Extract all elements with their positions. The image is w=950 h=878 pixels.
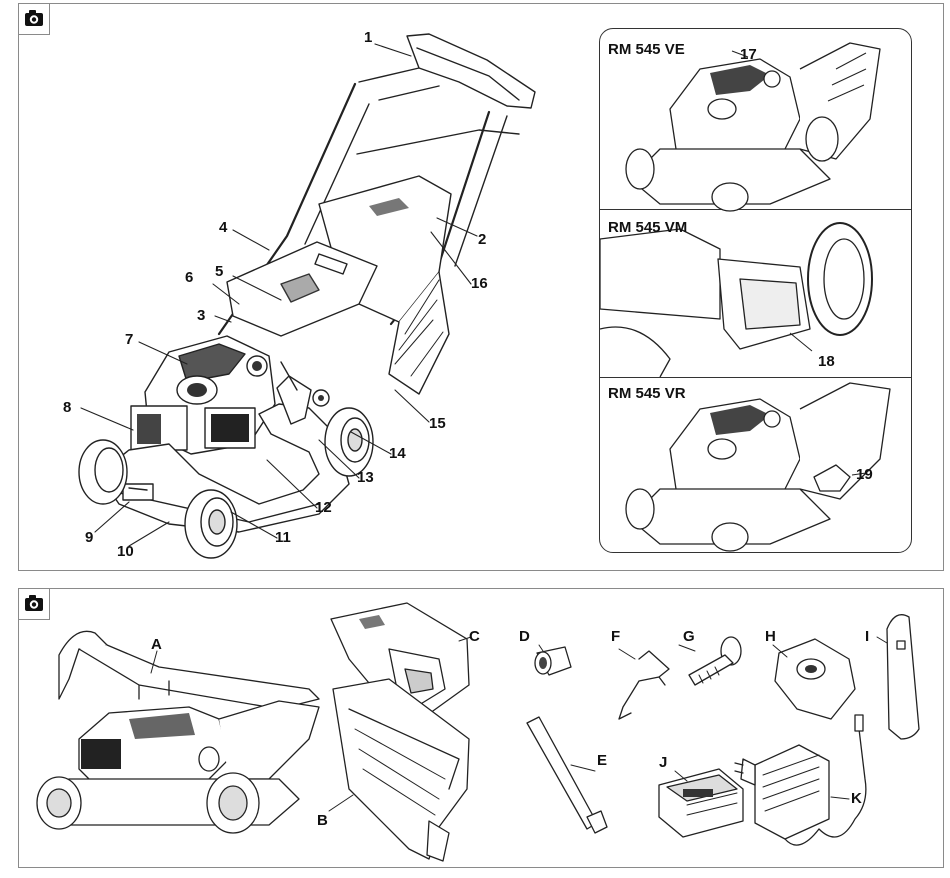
part-e-drawing [527, 717, 607, 833]
part-h-drawing [773, 639, 855, 719]
callout-2: 2 [478, 231, 486, 248]
part-label-h: H [765, 628, 776, 645]
callout-19: 19 [856, 466, 873, 483]
callout-4: 4 [219, 219, 228, 236]
part-label-d: D [519, 628, 530, 645]
part-label-f: F [611, 628, 620, 645]
callout-15: 15 [429, 415, 446, 432]
part-d-drawing [535, 645, 571, 675]
callout-6: 6 [185, 269, 193, 286]
model-variants-drawing: 17 18 19 [600, 29, 911, 552]
scope-of-delivery-panel: A B C D E F G H I J K [18, 588, 944, 868]
part-label-a: A [151, 636, 162, 653]
callout-16: 16 [471, 275, 488, 292]
callout-14: 14 [389, 445, 406, 462]
callout-18: 18 [818, 353, 835, 370]
model-label-ve: RM 545 VE [608, 41, 685, 58]
part-label-e: E [597, 752, 607, 769]
overview-panel: 1 2 3 4 5 6 7 8 9 10 11 12 13 14 15 16 [18, 3, 944, 571]
callout-8: 8 [63, 399, 71, 416]
part-k-drawing [735, 715, 866, 845]
callout-3: 3 [197, 307, 205, 324]
part-label-i: I [865, 628, 869, 645]
part-label-g: G [683, 628, 695, 645]
model-label-vm: RM 545 VM [608, 219, 687, 236]
callout-5: 5 [215, 263, 223, 280]
part-j-drawing [659, 769, 743, 837]
part-label-j: J [659, 754, 667, 771]
callout-10: 10 [117, 543, 134, 560]
callout-9: 9 [85, 529, 93, 546]
part-label-b: B [317, 812, 328, 829]
callout-11: 11 [275, 529, 291, 546]
part-label-c: C [469, 628, 480, 645]
callout-7: 7 [125, 331, 133, 348]
model-label-vr: RM 545 VR [608, 385, 686, 402]
callout-1: 1 [364, 29, 372, 46]
part-f-drawing [619, 649, 669, 719]
callout-17: 17 [740, 46, 757, 63]
callout-12: 12 [315, 499, 332, 516]
part-label-k: K [851, 790, 862, 807]
part-a-drawing [37, 631, 319, 833]
model-variants-panel: 17 18 19 RM 545 VE RM 545 VM RM 545 VR [599, 28, 912, 553]
callout-13: 13 [357, 469, 374, 486]
mower-overview-drawing: 1 2 3 4 5 6 7 8 9 10 11 12 13 14 15 16 [19, 4, 599, 570]
part-i-drawing [877, 615, 919, 739]
part-b-drawing [329, 679, 469, 861]
parts-drawing: A B C D E F G H I J K [19, 589, 943, 867]
